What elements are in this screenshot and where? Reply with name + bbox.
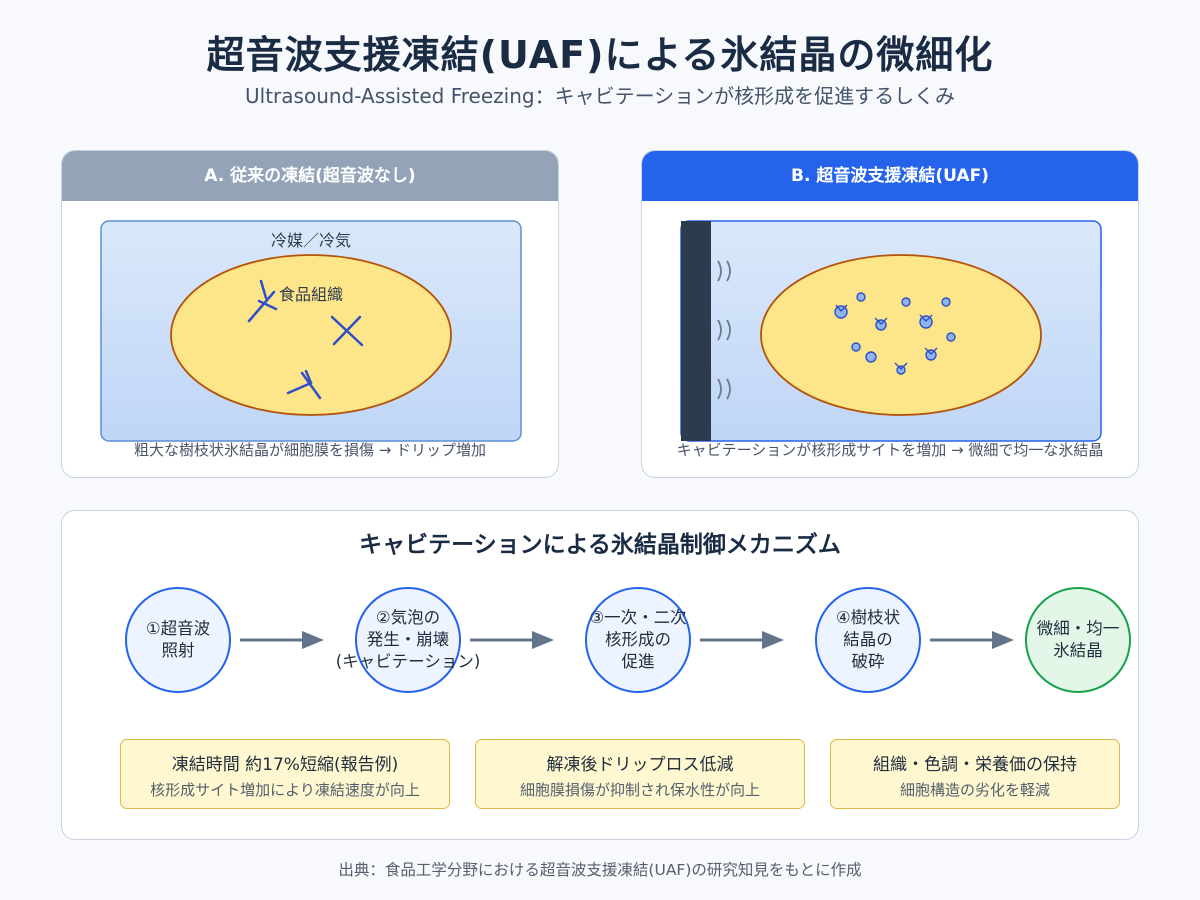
benefit-quality-retention: 組織・色調・栄養価の保持 細胞構造の劣化を軽減 [830,739,1120,809]
mechanism-section: キャビテーションによる氷結晶制御メカニズム ①超音波 照射 ②気泡の 発生・崩壊… [61,510,1139,840]
conventional-freezing-illustration: 冷媒／冷気 食品組織 [100,220,522,442]
food-tissue-label: 食品組織 [279,285,343,304]
benefit-freezing-time: 凍結時間 約17%短縮(報告例) 核形成サイト増加により凍結速度が向上 [120,739,450,809]
step-label: ③一次・二次 核形成の 促進 [589,608,687,671]
step-nucleation-promotion: ③一次・二次 核形成の 促進 [585,587,691,693]
benefit-main: 組織・色調・栄養価の保持 [873,755,1077,775]
large-dendritic-crystals [247,279,364,400]
food-tissue-ellipse [170,254,452,416]
arrow-right-icon [470,631,554,649]
crystal-nucleation-marks [835,304,938,370]
arrow-right-icon [930,631,1014,649]
page-title: 超音波支援凍結(UAF)による氷結晶の微細化 [206,33,994,77]
uaf-illustration [680,220,1102,442]
source-note: 出典：食品工学分野における超音波支援凍結(UAF)の研究知見をもとに作成 [338,861,862,879]
food-tissue-ellipse [760,254,1042,416]
step-fine-uniform-crystals: 微細・均一 氷結晶 [1025,587,1131,693]
fine-ice-crystals [834,292,956,375]
benefit-main: 凍結時間 約17%短縮(報告例) [171,755,399,775]
benefit-main: 解凍後ドリップロス低減 [546,755,734,775]
panel-a-caption: 粗大な樹枝状氷結晶が細胞膜を損傷 → ドリップ増加 [133,441,487,459]
panel-b-caption: キャビテーションが核形成サイトを増加 → 微細で均一な氷結晶 [676,441,1104,459]
panel-ultrasound-assisted-freezing: B. 超音波支援凍結(UAF) [641,150,1139,478]
step-label: 微細・均一 氷結晶 [1036,619,1120,660]
dendritic-crystal [286,369,322,400]
panel-conventional-freezing: A. 従来の凍結(超音波なし) 冷媒／冷気 食品組織 [61,150,559,478]
ultrasound-transducer [681,221,711,441]
mechanism-title: キャビテーションによる氷結晶制御メカニズム [359,532,841,558]
cooling-medium-label: 冷媒／冷気 [271,231,351,250]
step-dendrite-fragmentation: ④樹枝状 結晶の 破砕 [815,587,921,693]
panel-a-header: A. 従来の凍結(超音波なし) [62,151,558,201]
arrow-right-icon [700,631,784,649]
step-bubble-cavitation: ②気泡の 発生・崩壊 (キャビテーション) [336,587,480,693]
step-label: ①超音波 照射 [145,619,211,660]
benefit-drip-loss: 解凍後ドリップロス低減 細胞膜損傷が抑制され保水性が向上 [475,739,805,809]
benefit-sub: 細胞構造の劣化を軽減 [899,781,1050,799]
step-label: ②気泡の 発生・崩壊 (キャビテーション) [335,608,481,671]
benefit-sub: 細胞膜損傷が抑制され保水性が向上 [519,781,760,799]
dendritic-crystal [330,315,364,347]
arrow-right-icon [240,631,324,649]
ultrasound-wave-icon [717,260,731,400]
benefit-sub: 核形成サイト増加により凍結速度が向上 [150,781,420,799]
step-label: ④樹枝状 結晶の 破砕 [835,608,901,671]
step-ultrasound-irradiation: ①超音波 照射 [125,587,231,693]
dendritic-crystal [247,279,278,323]
panel-b-header: B. 超音波支援凍結(UAF) [642,151,1138,201]
page-subtitle: Ultrasound-Assisted Freezing：キャビテーションが核形… [245,84,955,108]
